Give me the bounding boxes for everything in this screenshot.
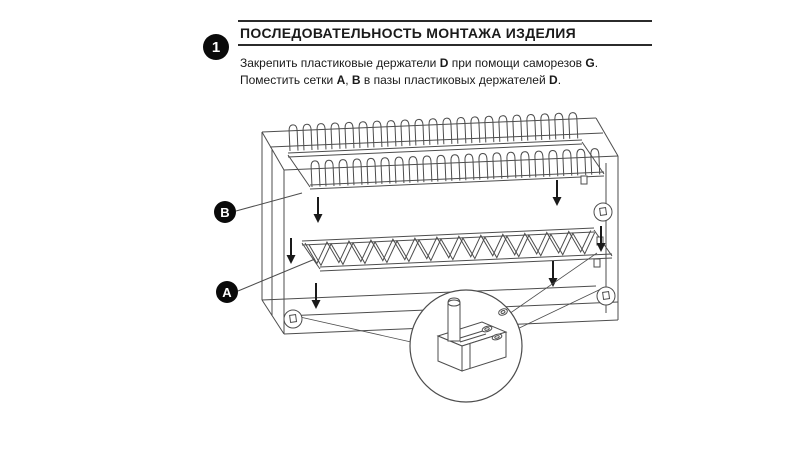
header-rule-bottom [238,44,652,46]
part-label-a: A [336,73,346,87]
text-segment: , [345,73,352,87]
callout-letter-b: B [220,204,230,220]
step-number: 1 [211,38,221,56]
callout-badge-b: B [214,201,236,223]
callout-letter-a: A [222,284,232,300]
text-segment: Поместить сетки [240,73,337,87]
callout-leader-lines [235,192,316,292]
detail-zoom-circle [409,289,523,403]
text-segment: Закрепить пластиковые держатели [240,56,440,70]
plate-rack-b [287,112,605,190]
instruction-line-1: Закрепить пластиковые держатели D при по… [240,55,598,72]
part-label-b: B [351,73,361,87]
text-segment: в пазы пластиковых держателей [360,73,550,87]
text-segment: . [594,56,599,70]
holder-callout-circles [283,202,616,329]
text-segment: при помощи саморезов [448,56,586,70]
part-label-g: G [585,56,595,70]
part-label-d2: D [549,73,558,87]
magnify-rays [299,252,602,343]
text-segment: . [557,73,562,87]
instruction-text: Закрепить пластиковые держатели D при по… [240,55,598,89]
cup-rack-a [301,227,613,272]
insertion-arrows [285,179,607,310]
page-title: ПОСЛЕДОВАТЕЛЬНОСТЬ МОНТАЖА ИЗДЕЛИЯ [240,25,576,41]
step-number-badge: 1 [203,34,229,60]
part-label-d: D [439,56,449,70]
header-rule-top [238,20,652,22]
holder-detail [436,297,508,372]
instruction-line-2: Поместить сетки A, B в пазы пластиковых … [240,72,598,89]
callout-badge-a: A [216,281,238,303]
